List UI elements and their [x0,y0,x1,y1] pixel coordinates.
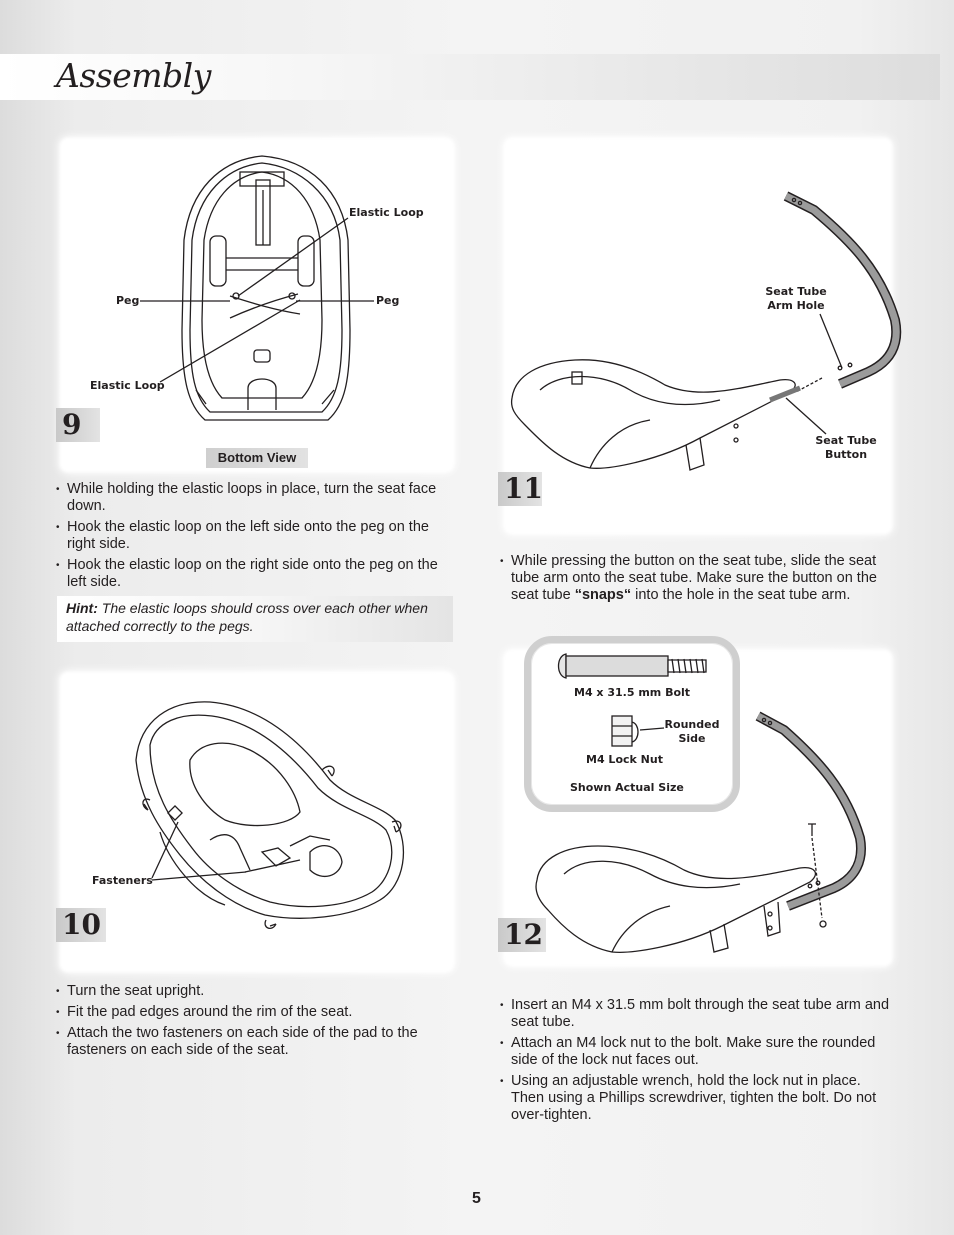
instruction-emphasis: “snaps“ [574,587,632,603]
step-11-instructions: While pressing the button on the seat tu… [500,553,892,608]
callout-seat-tube-arm-hole: Seat Tube Arm Hole [760,285,832,313]
list-item: Using an adjustable wrench, hold the loc… [500,1073,892,1124]
hint-box: Hint: The elastic loops should cross ove… [57,596,453,642]
callout-button-line2: Button [824,448,868,461]
rounded-side-label: Rounded Side [660,718,724,746]
hint-text: The elastic loops should cross over each… [66,600,428,634]
page-title: Assembly [56,56,211,95]
step-10-badge: 10 [56,908,106,942]
list-item: Attach the two fasteners on each side of… [56,1025,456,1059]
bolt-label: M4 x 31.5 mm Bolt [574,686,691,699]
callout-peg-right: Peg [376,294,400,307]
step-10-illustration-panel [62,674,452,970]
callout-arm-hole-line1: Seat Tube [765,285,827,298]
callout-elastic-loop-bottom: Elastic Loop [90,379,165,392]
callout-fasteners: Fasteners [92,874,153,887]
list-item: While pressing the button on the seat tu… [500,553,892,604]
list-item: While holding the elastic loops in place… [56,481,456,515]
lock-nut-label: M4 Lock Nut [586,753,663,766]
list-item: Fit the pad edges around the rim of the … [56,1004,456,1021]
list-item: Attach an M4 lock nut to the bolt. Make … [500,1035,892,1069]
callout-arm-hole-line2: Arm Hole [767,299,825,312]
step-12-badge: 12 [498,918,546,952]
list-item: Hook the elastic loop on the right side … [56,557,456,591]
step-9-badge: 9 [56,408,100,442]
hint-label: Hint: [66,600,98,616]
instruction-text-end: into the hole in the seat tube arm. [631,587,851,603]
page-number: 5 [472,1190,481,1207]
instruction-text: While pressing the button on the seat tu… [511,553,877,603]
bottom-view-label: Bottom View [206,448,308,468]
callout-elastic-loop-top: Elastic Loop [349,206,424,219]
list-item: Turn the seat upright. [56,983,456,1000]
title-band [0,54,940,100]
rounded-line2: Side [678,732,706,745]
step-10-instructions: Turn the seat upright. Fit the pad edges… [56,983,456,1063]
step-12-instructions: Insert an M4 x 31.5 mm bolt through the … [500,997,892,1128]
callout-seat-tube-button: Seat Tube Button [810,434,882,462]
step-9-instructions: While holding the elastic loops in place… [56,481,456,595]
list-item: Hook the elastic loop on the left side o… [56,519,456,553]
callout-peg-left: Peg [116,294,140,307]
step-9-illustration-panel [62,140,452,470]
rounded-line1: Rounded [664,718,720,731]
callout-button-line1: Seat Tube [815,434,877,447]
step-11-badge: 11 [498,472,543,506]
list-item: Insert an M4 x 31.5 mm bolt through the … [500,997,892,1031]
shown-actual-size-label: Shown Actual Size [570,781,684,794]
